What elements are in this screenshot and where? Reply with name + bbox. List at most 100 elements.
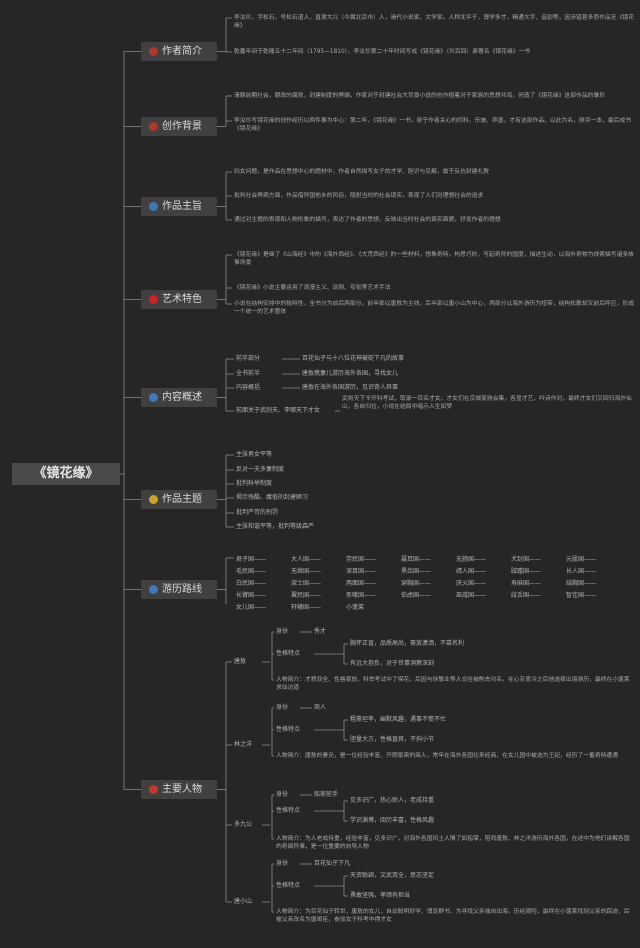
branch-label: 创作背景 (162, 121, 202, 132)
theme-text-2: 通过对主题的表现和人物形象的描写，表达了作者的思想，反映出当时社会的真实面貌，抒… (234, 217, 501, 223)
person-identity-2: 船家舵手 (314, 791, 339, 798)
branch-label: 主要人物 (162, 784, 202, 795)
content-label-2: 内容概括 (236, 384, 261, 391)
branch-label: 艺术特色 (162, 294, 202, 305)
branch-1: 创作背景 (141, 117, 217, 136)
branch-4: 内容概述 (141, 388, 217, 407)
branch-3: 艺术特色 (141, 290, 217, 309)
red-dot-icon (149, 295, 158, 304)
route-stop-1-5: 跂踵国—— (511, 568, 542, 575)
route-stop-0-0: 君子国—— (236, 556, 267, 563)
route-stop-1-4: 靖人国—— (456, 568, 487, 575)
content-label-1: 全书前半 (236, 370, 261, 377)
person-desc-0: 人物简介：才貌双全、性格豪放，科举考试中了探花，后因与徐敬业等人交往被削去功名，… (276, 677, 630, 691)
person-trait-1-0: 粗豪坦率，幽默风趣，遇事不慌不忙 (350, 716, 447, 723)
person-name-2: 多九公 (234, 821, 253, 828)
person-trait-label-3: 性格特点 (276, 882, 301, 889)
route-stop-3-2: 豕喙国—— (346, 592, 377, 599)
blue-square-icon (149, 585, 158, 594)
branch-label: 游历路线 (162, 584, 202, 595)
person-trait-label-2: 性格特点 (276, 807, 301, 814)
route-stop-1-6: 长人国—— (566, 568, 597, 575)
person-trait-3-0: 天资聪颖，文武双全，意志坚定 (350, 872, 435, 879)
person-trait-0-0: 胸怀正直，品质高尚，豪放潇洒，不慕名利 (350, 640, 465, 647)
branch-label: 作品主旨 (162, 201, 202, 212)
route-stop-0-2: 劳民国—— (346, 556, 377, 563)
art-text-1: 《镜花缘》小说主要运用了浪漫主义、讽刺、夸张等艺术手法 (234, 285, 391, 291)
background-text-1: 李汝珍写镜花缘的创作经历以两件事为中心：第二年，《镜花缘》一书，原于作者关心的同… (234, 118, 632, 132)
topic-0: 主张男女平等 (236, 451, 273, 458)
author-text-1: 乾嘉年间于乾隆五十二年间（1795—1810），李汝珍第二十年时间写成《镜花缘》… (234, 49, 531, 55)
route-stop-2-6: 结胸国—— (566, 580, 597, 587)
branch-label: 内容概述 (162, 392, 202, 403)
person-identity-0: 秀才 (314, 628, 327, 635)
route-stop-1-1: 无继国—— (291, 568, 322, 575)
route-stop-2-0: 白民国—— (236, 580, 267, 587)
content-desc-1: 唐敖携妻儿游历海外各国，寻找女儿 (302, 370, 399, 377)
route-stop-1-3: 黑齿国—— (401, 568, 432, 575)
theme-text-0: 妇女问题，是作品在思想中心的题材中，作者自然描写女子的才学、胆识与见解，敢于反抗… (234, 169, 490, 175)
person-name-0: 唐敖 (234, 658, 247, 665)
content-label-0: 前半部分 (236, 355, 261, 362)
person-desc-3: 人物简介：为百花仙子转世，唐敖的女儿，自幼聪明好学、博览群书，为寻找父亲独自出海… (276, 909, 630, 923)
person-identity-label-1: 身份 (276, 704, 289, 711)
person-trait-label-0: 性格特点 (276, 650, 301, 657)
branch-label: 作品主题 (162, 494, 202, 505)
branch-5: 作品主题 (141, 490, 217, 509)
route-stop-2-4: 厌火国—— (456, 580, 487, 587)
route-stop-2-5: 寿麻国—— (511, 580, 542, 587)
topic-2: 批判科举制度 (236, 480, 273, 487)
route-stop-3-1: 翼民国—— (291, 592, 322, 599)
route-stop-3-4: 巫咸国—— (456, 592, 487, 599)
content-label-3: 前面关于武则天、李哪天下才女 (236, 407, 321, 414)
background-text-0: 清朝前期社会，朝政的腐败，封建制度的弊端，作家对于封建社会大背景小说的创作抱着对… (234, 93, 606, 99)
person-identity-label-0: 身份 (276, 628, 289, 635)
route-stop-2-3: 穿胸国—— (401, 580, 432, 587)
branch-label: 作者简介 (162, 46, 202, 57)
route-stop-0-3: 聂耳国—— (401, 556, 432, 563)
topic-3: 揭示残酷、庸俗的封建陋习 (236, 494, 309, 501)
branch-7: 主要人物 (141, 780, 217, 799)
content-desc-3: 武则天下令开科考试，取录一百名才女，才女们在京城宴游会集，各显才艺，吟诗作对，最… (342, 396, 632, 410)
globe-icon (149, 393, 158, 402)
topic-5: 主张和谐平等，批判等级森严 (236, 523, 315, 530)
person-desc-1: 人物简介：唐敖的妻兄，是一位经验丰富、开朗豪爽的商人，常年在海外各国往来经商，在… (276, 753, 619, 759)
person-identity-label-3: 身份 (276, 860, 289, 867)
person-trait-2-0: 见多识广，热心助人，老成持重 (350, 797, 435, 804)
person-trait-2-1: 学识渊博，阅历丰富，性格风趣 (350, 817, 435, 824)
pot-icon (149, 785, 158, 794)
route-stop-0-1: 大人国—— (291, 556, 322, 563)
root-title: 《镜花缘》 (12, 463, 120, 485)
route-stop-4-1: 轩辕国—— (291, 604, 322, 611)
route-stop-3-0: 长臂国—— (236, 592, 267, 599)
route-stop-4-2: 小蓬莱 (346, 604, 365, 611)
gold-coin-icon (149, 495, 158, 504)
route-stop-1-2: 深目国—— (346, 568, 377, 575)
branch-2: 作品主旨 (141, 197, 217, 216)
route-stop-0-6: 元股国—— (566, 556, 597, 563)
art-text-2: 小说在结构安排中的独特性，全书分为前后两部分，前半部以唐敖为主线，后半部以唐小山… (234, 301, 634, 315)
ring-icon (149, 122, 158, 131)
person-identity-3: 百花仙子下凡 (314, 860, 351, 867)
content-desc-2: 唐敖在海外各国游历，见识奇人异事 (302, 384, 399, 391)
person-trait-label-1: 性格特点 (276, 726, 301, 733)
route-stop-0-4: 无肠国—— (456, 556, 487, 563)
globe-icon (149, 202, 158, 211)
person-trait-0-1: 有远大抱负，对于世事洞察深刻 (350, 660, 435, 667)
person-identity-1: 商人 (314, 704, 327, 711)
person-identity-label-2: 身份 (276, 791, 289, 798)
person-icon (149, 47, 158, 56)
person-trait-1-1: 胆量大方，性格直爽，不拘小节 (350, 736, 435, 743)
topic-1: 反对一夫多妻制度 (236, 466, 285, 473)
author-text-0: 李汝珍，字松石，号松石道人，直隶大兴（今属北京市）人，清代小说家、文学家。人称北… (234, 15, 634, 29)
route-stop-2-2: 两面国—— (346, 580, 377, 587)
theme-text-1: 批判社会弊病方面，作品借异国他乡的风俗，隐射当时的社会现实，表现了人们对理想社会… (234, 193, 484, 199)
route-stop-3-3: 伯虑国—— (401, 592, 432, 599)
art-text-0: 《镜花缘》是继了《山海经》中的《海外西经》、《大荒西经》的一些材料，想象奇特，构… (234, 252, 634, 266)
topic-4: 批判严苛的刑罚 (236, 509, 279, 516)
route-stop-3-6: 智佳国—— (566, 592, 597, 599)
person-trait-3-1: 勇敢坚强，孝顺有担当 (350, 892, 411, 899)
route-stop-2-1: 淑士国—— (291, 580, 322, 587)
branch-0: 作者简介 (141, 42, 217, 61)
